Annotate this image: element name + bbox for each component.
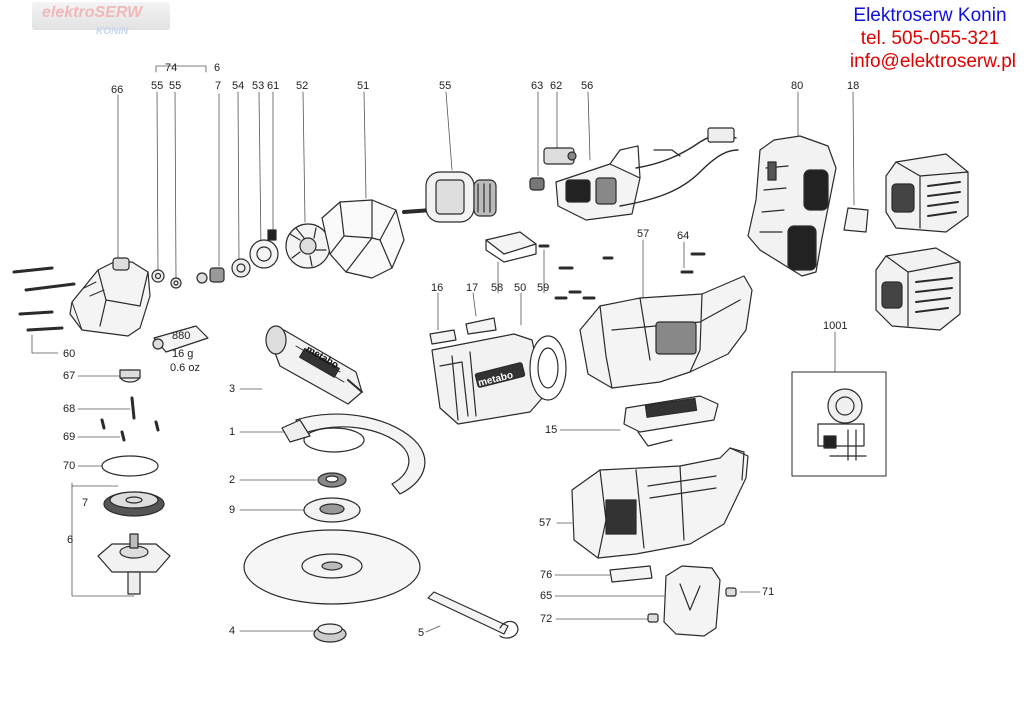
watermark-logo: elektroSERW KONIN bbox=[32, 2, 170, 37]
air-guide-ring-drawing bbox=[321, 199, 405, 279]
part-label-16: 16 bbox=[431, 282, 444, 294]
cutting-disc-drawing bbox=[243, 529, 421, 605]
part-label-55-c: 55 bbox=[439, 80, 452, 92]
housing-half-bottom-drawing bbox=[571, 447, 749, 559]
contact-block: Elektroserw Konin tel. 505-055-321 info@… bbox=[850, 4, 1016, 73]
rotor-armature-drawing bbox=[402, 171, 497, 223]
o-ring-drawing bbox=[101, 455, 159, 477]
part-label-1001: 1001 bbox=[823, 320, 848, 332]
watermark-text: elektroSERW bbox=[42, 4, 143, 21]
switch-module-drawing bbox=[623, 395, 719, 447]
motor-housing-drawing bbox=[431, 333, 567, 425]
part-label-7-top: 7 bbox=[215, 80, 222, 92]
part-label-50: 50 bbox=[514, 282, 527, 294]
latch-screws-drawing bbox=[647, 587, 737, 623]
part-label-64: 64 bbox=[677, 230, 690, 242]
flange-9-drawing bbox=[303, 497, 361, 523]
part-label-4: 4 bbox=[229, 625, 236, 637]
small-screws-drawing bbox=[100, 396, 160, 442]
part-label-57-b: 57 bbox=[539, 517, 552, 529]
side-handle-drawing bbox=[265, 325, 363, 405]
part-label-70: 70 bbox=[63, 460, 76, 472]
part-label-61: 61 bbox=[267, 80, 280, 92]
part-label-71: 71 bbox=[762, 586, 775, 598]
part-label-880: 880 bbox=[172, 330, 191, 342]
part-label-56: 56 bbox=[581, 80, 594, 92]
part-label-74: 74 bbox=[165, 62, 178, 74]
part-label-52: 52 bbox=[296, 80, 309, 92]
pin-spanner-drawing bbox=[427, 591, 519, 639]
company-name: Elektroserw Konin bbox=[853, 5, 1007, 26]
part-label-62: 62 bbox=[550, 80, 563, 92]
part-label-67: 67 bbox=[63, 370, 76, 382]
electronics-module-drawing bbox=[791, 371, 887, 477]
battery-pack-top-drawing bbox=[885, 153, 969, 233]
part-label-60: 60 bbox=[63, 348, 76, 360]
grease-weight-g: 16 g bbox=[172, 348, 194, 360]
part-label-18: 18 bbox=[847, 80, 860, 92]
label-sticker-drawing bbox=[843, 207, 869, 233]
company-phone: tel. 505-055-321 bbox=[860, 28, 1000, 49]
part-label-55-b: 55 bbox=[169, 80, 182, 92]
clamping-nut-drawing bbox=[313, 623, 347, 643]
part-label-80: 80 bbox=[791, 80, 804, 92]
part-label-9: 9 bbox=[229, 504, 236, 516]
grease-weight-oz: 0.6 oz bbox=[170, 362, 200, 374]
vent-labels-drawing bbox=[429, 317, 497, 345]
part-label-15: 15 bbox=[545, 424, 558, 436]
part-label-7-left: 7 bbox=[82, 497, 89, 509]
part-label-58: 58 bbox=[491, 282, 504, 294]
part-label-6-top: 6 bbox=[214, 62, 221, 74]
bevel-gear-drawing bbox=[103, 491, 165, 517]
bearing-stack-drawing bbox=[151, 229, 279, 289]
switch-clip-drawing bbox=[485, 231, 537, 263]
housing-screws-small-drawing bbox=[538, 244, 706, 300]
part-label-66: 66 bbox=[111, 84, 124, 96]
part-label-72: 72 bbox=[540, 613, 553, 625]
gear-head-housing-drawing bbox=[69, 257, 151, 337]
part-label-1: 1 bbox=[229, 426, 236, 438]
part-label-3: 3 bbox=[229, 383, 236, 395]
part-label-53: 53 bbox=[252, 80, 265, 92]
fan-impeller-drawing bbox=[285, 223, 331, 269]
watermark-subtext: KONIN bbox=[96, 26, 129, 37]
part-label-76: 76 bbox=[540, 569, 553, 581]
company-email: info@elektroserw.pl bbox=[849, 51, 1016, 72]
housing-screws-drawing bbox=[12, 266, 76, 332]
part-label-17: 17 bbox=[466, 282, 479, 294]
part-label-2: 2 bbox=[229, 474, 236, 486]
flange-2-drawing bbox=[317, 472, 347, 488]
part-label-57-a: 57 bbox=[637, 228, 650, 240]
part-label-65: 65 bbox=[540, 590, 553, 602]
battery-mount-drawing bbox=[747, 135, 837, 277]
battery-pack-bottom-drawing bbox=[875, 247, 961, 331]
spindle-assembly-drawing bbox=[97, 533, 171, 595]
leader-lines bbox=[31, 65, 855, 633]
plug-cap-drawing bbox=[119, 369, 141, 383]
part-label-69: 69 bbox=[63, 431, 76, 443]
stator-assembly-drawing bbox=[529, 127, 739, 221]
housing-half-top-drawing bbox=[579, 275, 753, 389]
grease-tube-drawing bbox=[152, 325, 209, 353]
part-label-5: 5 bbox=[418, 627, 425, 639]
part-label-55-a: 55 bbox=[151, 80, 164, 92]
part-label-59: 59 bbox=[537, 282, 550, 294]
part-label-68: 68 bbox=[63, 403, 76, 415]
rating-label-drawing bbox=[609, 565, 653, 583]
part-label-6-left: 6 bbox=[67, 534, 74, 546]
wheel-guard-drawing bbox=[281, 413, 426, 495]
battery-latch-drawing bbox=[663, 565, 721, 637]
part-label-54: 54 bbox=[232, 80, 245, 92]
part-label-51: 51 bbox=[357, 80, 370, 92]
part-label-63: 63 bbox=[531, 80, 544, 92]
